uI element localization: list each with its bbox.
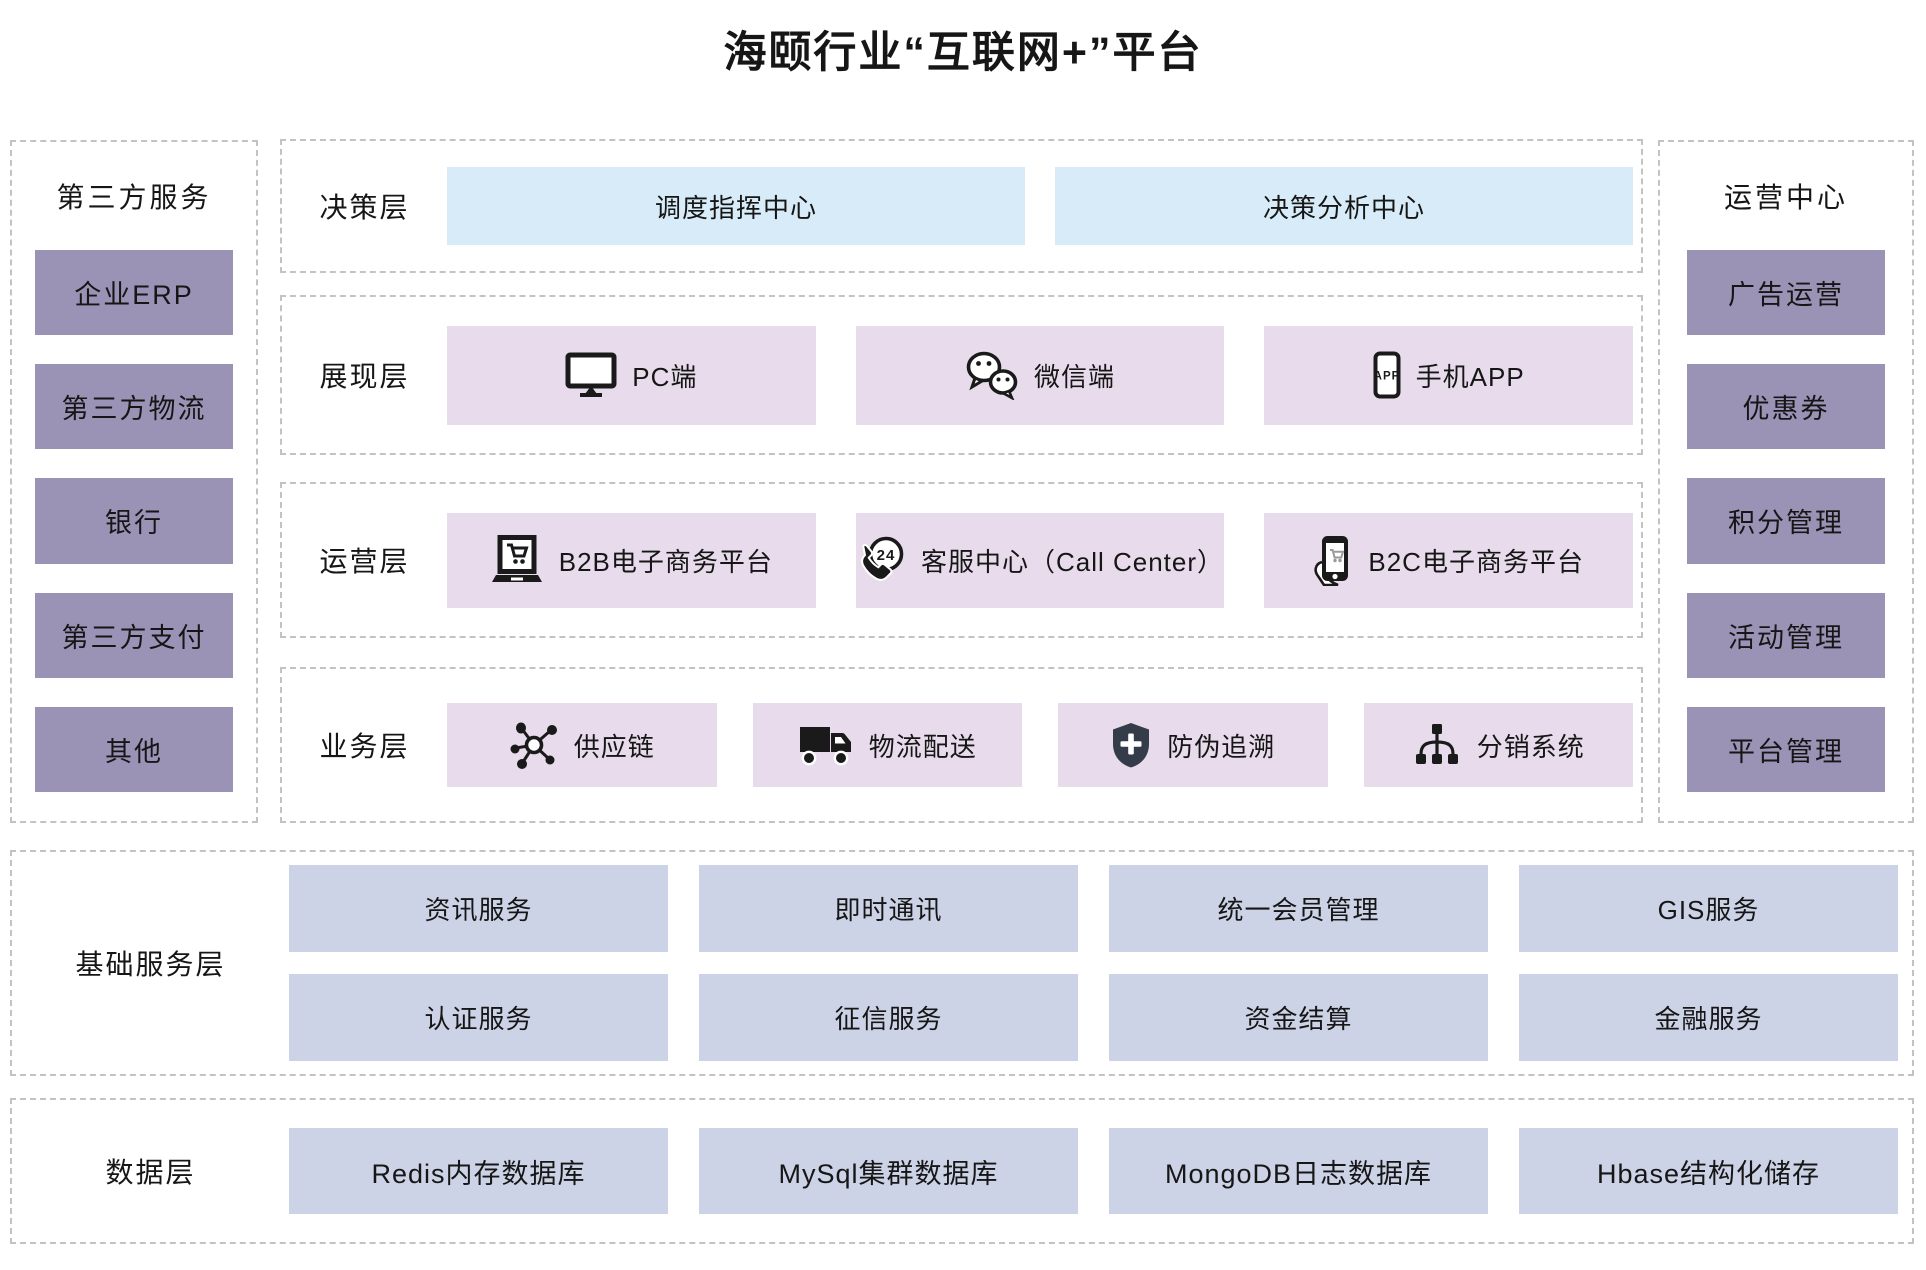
box-label: 供应链: [573, 731, 655, 762]
svg-text:APP: APP: [1373, 371, 1400, 383]
data-layer-label: 数据层: [105, 1157, 196, 1188]
box-label: B2B电子商务平台: [558, 546, 773, 577]
data-store-mongodb: MongoDB日志数据库: [1109, 1128, 1488, 1214]
network-icon: [509, 721, 559, 769]
data-layer-grid: Redis内存数据库 MySql集群数据库 MongoDB日志数据库 Hbase…: [289, 1128, 1898, 1214]
b2c-ecommerce-box: B2C电子商务平台: [1264, 512, 1634, 608]
presentation-layer-boxes: PC端 微信端: [447, 325, 1634, 425]
ops-item-platform-mgmt: 平台管理: [1687, 706, 1885, 793]
phone-app-icon: APP: [1373, 351, 1401, 399]
call-center-box: 24 客服中心（Call Center）: [855, 512, 1225, 608]
ops-item-points: 积分管理: [1687, 478, 1885, 564]
base-services-grid: 资讯服务 即时通讯 统一会员管理 GIS服务 认证服务 征信服务 资金结算 金融…: [289, 865, 1898, 1061]
monitor-icon: [565, 352, 617, 398]
decision-layer-label: 决策层: [319, 192, 410, 223]
laptop-cart-icon: [490, 535, 544, 585]
data-store-mysql: MySql集群数据库: [699, 1128, 1078, 1214]
base-service-finance: 金融服务: [1519, 974, 1898, 1061]
base-service-member: 统一会员管理: [1109, 865, 1488, 952]
dispatch-command-center-box: 调度指挥中心: [447, 167, 1025, 245]
box-label: 调度指挥中心: [654, 192, 817, 223]
presentation-layer-panel: 展现层 PC端: [280, 295, 1643, 455]
base-services-panel: 基础服务层 资讯服务 即时通讯 统一会员管理 GIS服务 认证服务 征信服务 资…: [10, 850, 1914, 1076]
box-label: 防伪追溯: [1167, 731, 1276, 762]
decision-analysis-center-box: 决策分析中心: [1055, 167, 1633, 245]
truck-icon: [798, 722, 854, 768]
operation-center-panel: 运营中心 广告运营 优惠券 积分管理 活动管理 平台管理: [1658, 140, 1914, 823]
decision-layer-panel: 决策层 调度指挥中心 决策分析中心: [280, 139, 1643, 273]
business-layer-boxes: 供应链 物流配送: [447, 703, 1633, 787]
base-service-auth: 认证服务: [289, 974, 668, 1061]
third-party-item-bank: 银行: [35, 478, 233, 564]
wechat-client-box: 微信端: [855, 325, 1225, 425]
box-label: 微信端: [1034, 361, 1116, 392]
pc-client-box: PC端: [447, 325, 816, 425]
ops-item-coupons: 优惠券: [1687, 364, 1885, 450]
hand-phone-cart-icon: [1313, 534, 1353, 586]
data-store-redis: Redis内存数据库: [289, 1128, 668, 1214]
supply-chain-box: 供应链: [447, 703, 717, 787]
box-label: 物流配送: [868, 731, 977, 762]
logistics-delivery-box: 物流配送: [752, 703, 1022, 787]
box-label: B2C电子商务平台: [1368, 546, 1584, 577]
third-party-services-header: 第三方服务: [56, 181, 212, 213]
operation-layer-boxes: B2B电子商务平台 24 客服中心（Call Center）: [447, 512, 1634, 608]
page-title: 海颐行业“互联网+”平台: [723, 29, 1203, 77]
presentation-layer-label: 展现层: [319, 361, 410, 392]
box-label: 手机APP: [1415, 361, 1525, 392]
shield-icon: [1110, 721, 1152, 769]
mobile-app-box: APP 手机APP: [1264, 325, 1634, 425]
box-label: 分销系统: [1476, 731, 1585, 762]
phone-24-icon: 24: [856, 535, 906, 585]
anti-counterfeit-trace-box: 防伪追溯: [1058, 703, 1328, 787]
base-service-im: 即时通讯: [699, 865, 1078, 952]
b2b-ecommerce-box: B2B电子商务平台: [447, 512, 816, 608]
hierarchy-icon: [1412, 722, 1462, 768]
svg-text:24: 24: [877, 547, 896, 564]
box-label: 决策分析中心: [1262, 192, 1425, 223]
data-store-hbase: Hbase结构化储存: [1519, 1128, 1898, 1214]
business-layer-label: 业务层: [319, 731, 410, 762]
decision-layer-boxes: 调度指挥中心 决策分析中心: [447, 167, 1633, 245]
base-service-credit: 征信服务: [699, 974, 1078, 1061]
base-service-info: 资讯服务: [289, 865, 668, 952]
third-party-services-panel: 第三方服务 企业ERP 第三方物流 银行 第三方支付 其他: [10, 140, 258, 823]
base-services-label: 基础服务层: [75, 949, 226, 980]
operation-layer-label: 运营层: [319, 546, 410, 577]
data-layer-panel: 数据层 Redis内存数据库 MySql集群数据库 MongoDB日志数据库 H…: [10, 1098, 1914, 1244]
third-party-item-logistics: 第三方物流: [35, 364, 233, 450]
base-service-gis: GIS服务: [1519, 865, 1898, 952]
box-label: 客服中心（Call Center）: [920, 546, 1225, 577]
ops-item-advertising: 广告运营: [1687, 249, 1885, 336]
operation-center-header: 运营中心: [1723, 181, 1848, 213]
box-label: PC端: [632, 361, 698, 392]
third-party-item-other: 其他: [35, 706, 233, 793]
distribution-system-box: 分销系统: [1363, 703, 1633, 787]
third-party-item-erp: 企业ERP: [35, 249, 233, 336]
operation-layer-panel: 运营层 B2B电子商务平台: [280, 482, 1643, 638]
ops-item-activities: 活动管理: [1687, 592, 1885, 678]
business-layer-panel: 业务层: [280, 667, 1643, 823]
third-party-item-payment: 第三方支付: [35, 592, 233, 678]
base-service-settlement: 资金结算: [1109, 974, 1488, 1061]
wechat-icon: [965, 350, 1019, 400]
